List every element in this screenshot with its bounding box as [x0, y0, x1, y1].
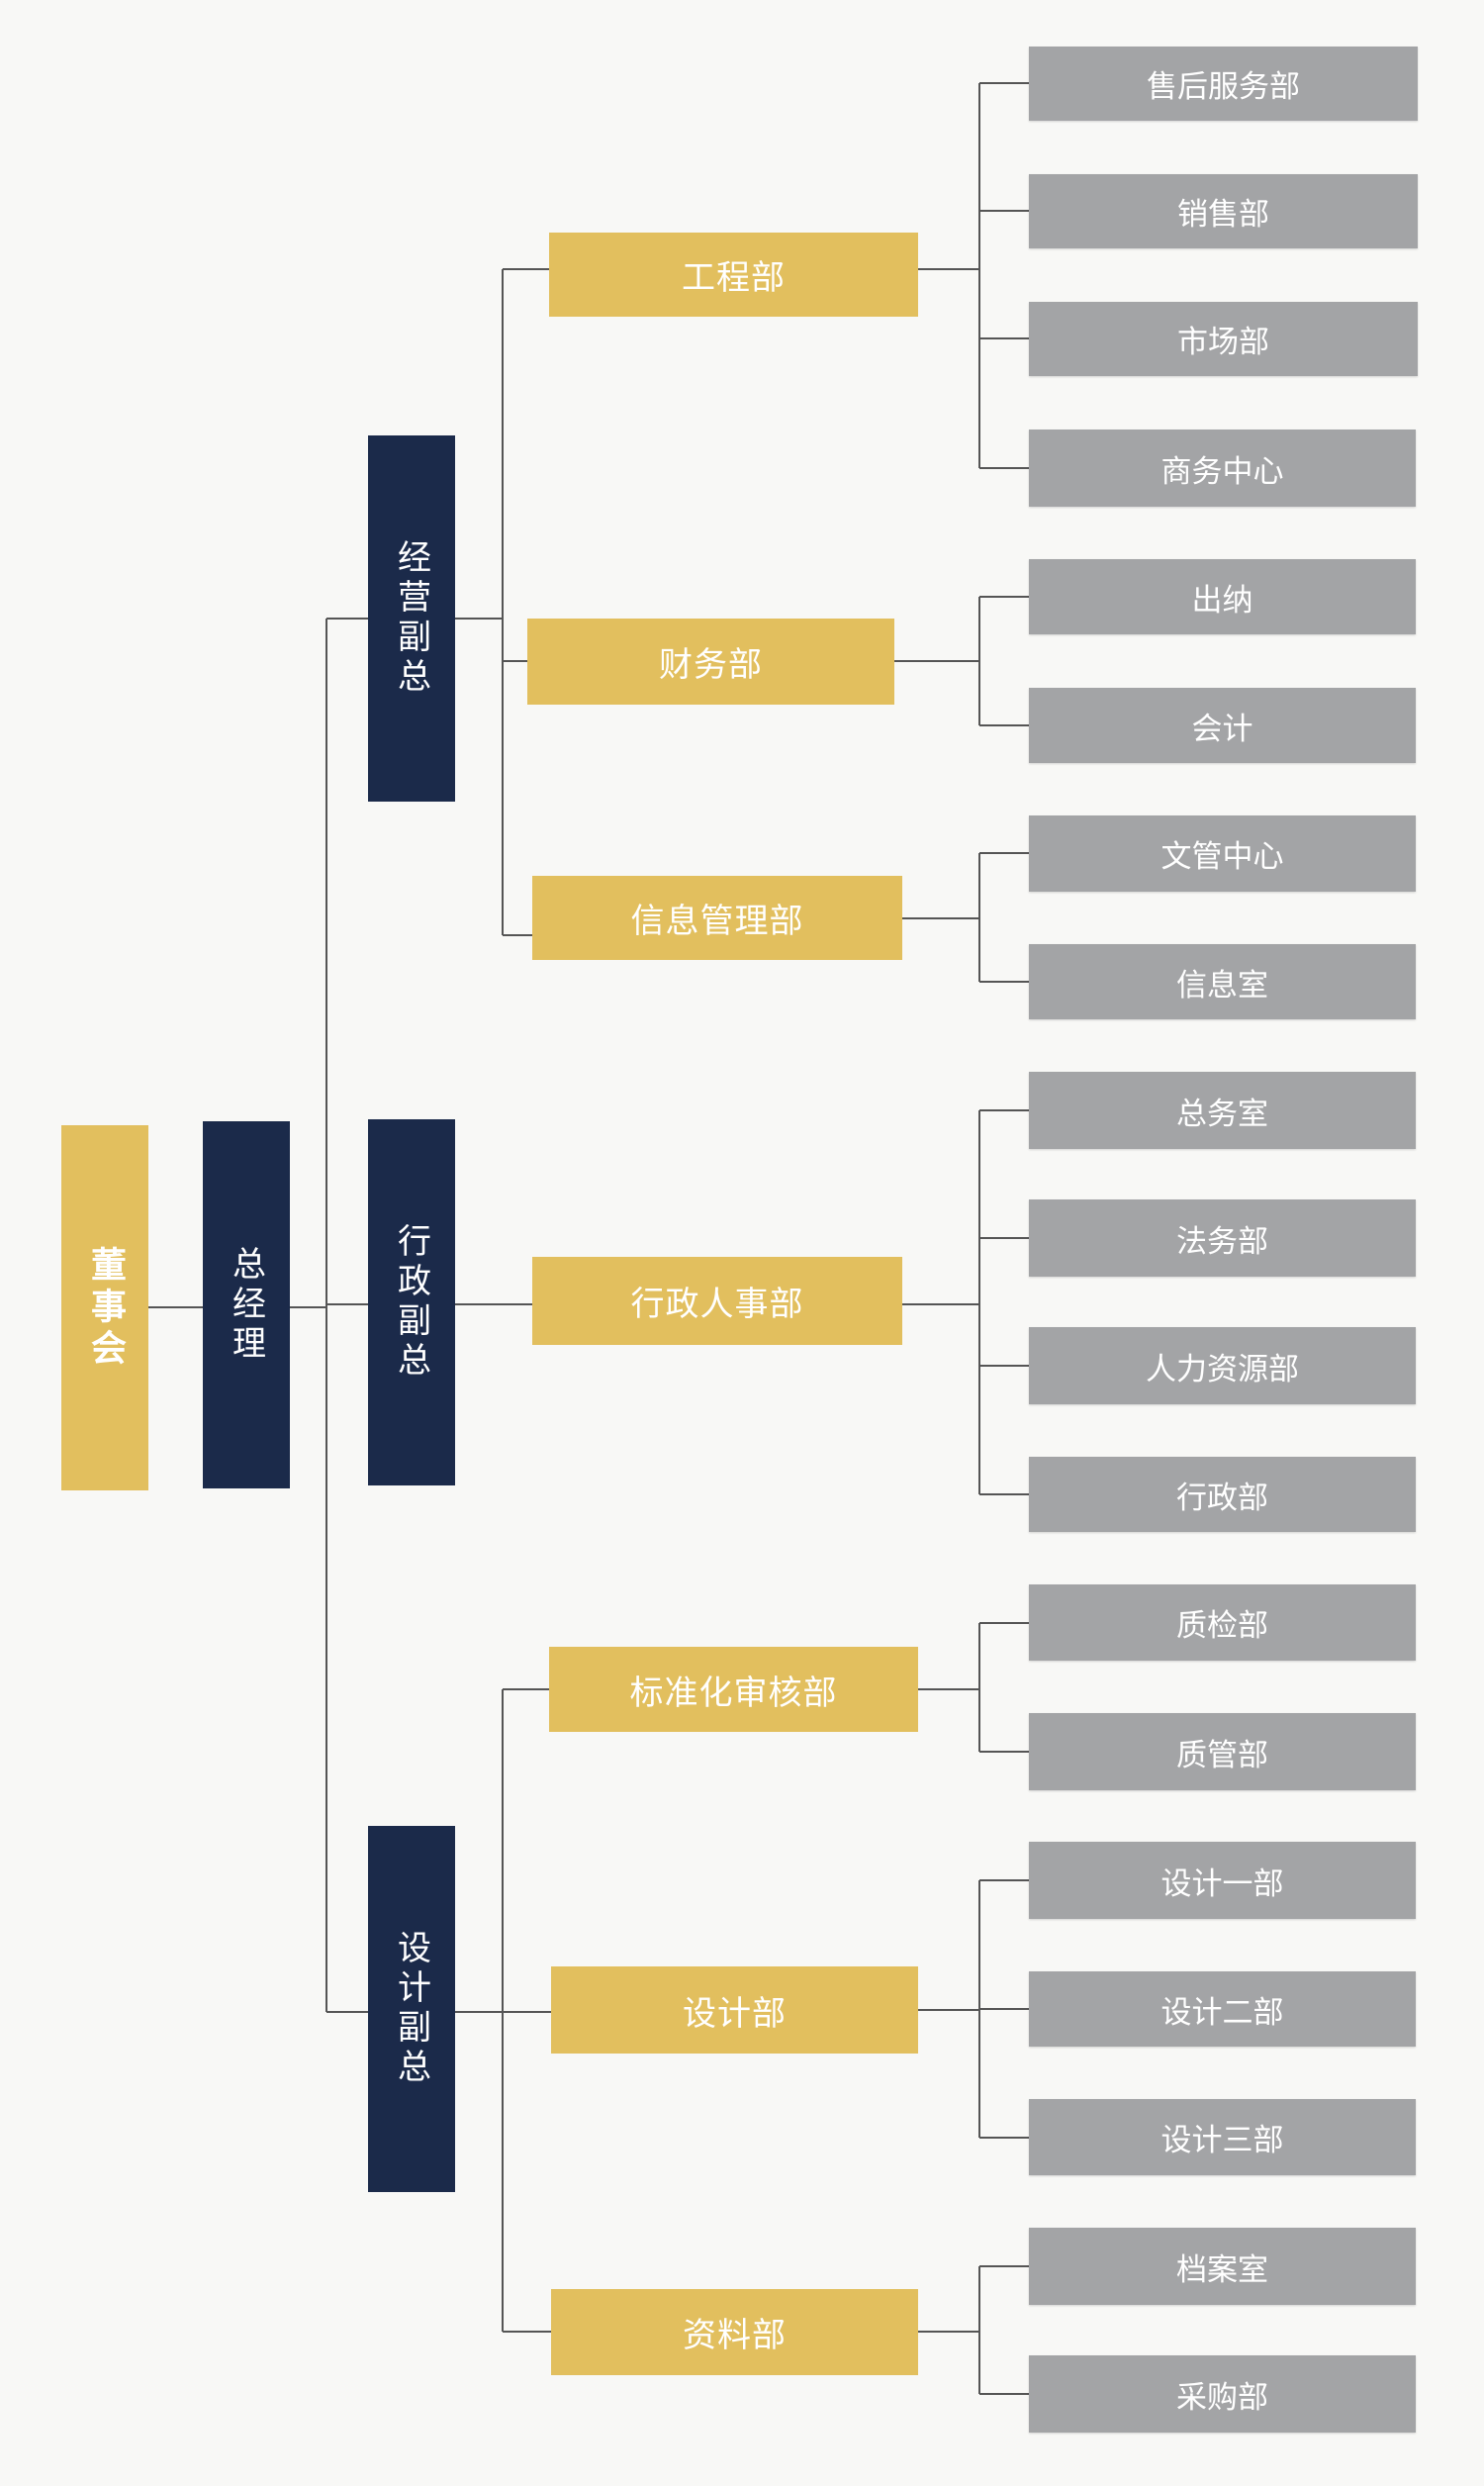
department-finance: 财务部: [527, 619, 894, 705]
unit-design-1: 设计一部: [1029, 1842, 1416, 1919]
vp-operations-box: 经营副总: [368, 435, 455, 802]
unit-quality-inspection: 质检部: [1029, 1584, 1416, 1661]
unit-information-room: 信息室: [1029, 944, 1416, 1019]
unit-legal: 法务部: [1029, 1199, 1416, 1277]
general-manager-box: 总经理: [203, 1121, 290, 1488]
unit-procurement: 采购部: [1029, 2355, 1416, 2433]
department-design: 设计部: [551, 1966, 918, 2054]
unit-accounting: 会计: [1029, 688, 1416, 763]
unit-after-sales: 售后服务部: [1029, 47, 1418, 121]
vp-administration-box: 行政副总: [368, 1119, 455, 1485]
unit-design-3: 设计三部: [1029, 2099, 1416, 2175]
unit-business-center: 商务中心: [1029, 430, 1416, 507]
board-box: 董事会: [61, 1125, 148, 1490]
unit-general-affairs: 总务室: [1029, 1072, 1416, 1149]
unit-marketing: 市场部: [1029, 302, 1418, 376]
unit-document-center: 文管中心: [1029, 815, 1416, 892]
department-documentation: 资料部: [551, 2289, 918, 2375]
unit-archives: 档案室: [1029, 2228, 1416, 2305]
unit-design-2: 设计二部: [1029, 1971, 1416, 2047]
vp-design-box: 设计副总: [368, 1826, 455, 2192]
unit-human-resources: 人力资源部: [1029, 1327, 1416, 1404]
department-engineering: 工程部: [549, 233, 918, 317]
department-admin-hr: 行政人事部: [532, 1257, 902, 1345]
unit-administration: 行政部: [1029, 1457, 1416, 1532]
department-information-management: 信息管理部: [532, 876, 902, 960]
unit-sales: 销售部: [1029, 174, 1418, 248]
department-standardization-audit: 标准化审核部: [549, 1647, 918, 1732]
unit-cashier: 出纳: [1029, 559, 1416, 634]
unit-quality-management: 质管部: [1029, 1713, 1416, 1790]
